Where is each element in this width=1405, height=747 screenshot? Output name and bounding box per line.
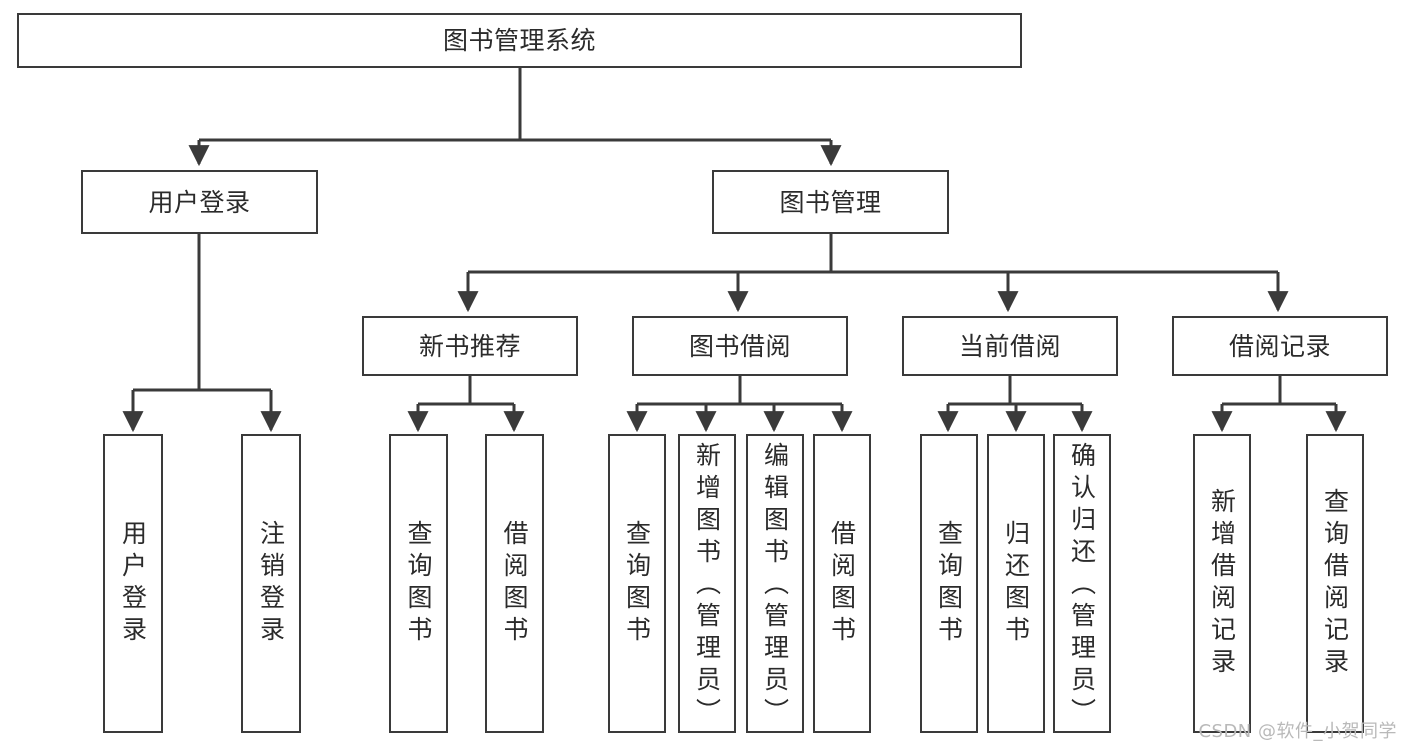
node-leaf-add-borrow-record-label: 新增借阅记录: [1207, 487, 1237, 680]
node-book-borrow[interactable]: 图书借阅: [632, 316, 848, 376]
node-new-book-recommend-label: 新书推荐: [418, 331, 521, 361]
node-leaf-query-borrow-record[interactable]: 查询借阅记录: [1306, 434, 1364, 733]
node-leaf-query-book-2[interactable]: 查询图书: [608, 434, 666, 733]
node-leaf-borrow-book-2-label: 借阅图书: [827, 519, 857, 648]
node-leaf-return-book-label: 归还图书: [1001, 519, 1031, 648]
node-leaf-query-book-1[interactable]: 查询图书: [389, 434, 448, 733]
node-leaf-add-book-admin[interactable]: 新增图书（管理员）: [678, 434, 736, 733]
node-leaf-query-book-3[interactable]: 查询图书: [920, 434, 978, 733]
node-user-login[interactable]: 用户登录: [81, 170, 318, 234]
node-new-book-recommend[interactable]: 新书推荐: [362, 316, 578, 376]
node-leaf-add-borrow-record[interactable]: 新增借阅记录: [1193, 434, 1251, 733]
node-leaf-user-logout[interactable]: 注销登录: [241, 434, 301, 733]
node-root[interactable]: 图书管理系统: [17, 13, 1022, 68]
node-current-borrow[interactable]: 当前借阅: [902, 316, 1118, 376]
node-leaf-query-book-1-label: 查询图书: [404, 519, 433, 648]
node-leaf-user-login[interactable]: 用户登录: [103, 434, 163, 733]
node-leaf-borrow-book-1[interactable]: 借阅图书: [485, 434, 544, 733]
node-book-manage-label: 图书管理: [779, 187, 882, 217]
node-root-label: 图书管理系统: [442, 26, 596, 55]
watermark-text: CSDN @软件_小贺同学: [1198, 721, 1397, 742]
node-leaf-borrow-book-2[interactable]: 借阅图书: [813, 434, 871, 733]
node-leaf-edit-book-admin-label: 编辑图书（管理员）: [760, 442, 790, 730]
node-leaf-confirm-return-admin-label: 确认归还（管理员）: [1067, 442, 1097, 730]
node-leaf-borrow-book-1-label: 借阅图书: [500, 519, 529, 648]
node-book-borrow-label: 图书借阅: [688, 331, 791, 361]
node-leaf-query-borrow-record-label: 查询借阅记录: [1320, 487, 1350, 680]
node-leaf-query-book-2-label: 查询图书: [622, 519, 652, 648]
node-leaf-user-logout-label: 注销登录: [256, 519, 286, 648]
node-leaf-query-book-3-label: 查询图书: [934, 519, 964, 648]
node-leaf-add-book-admin-label: 新增图书（管理员）: [692, 442, 722, 730]
node-leaf-confirm-return-admin[interactable]: 确认归还（管理员）: [1053, 434, 1111, 733]
node-borrow-record[interactable]: 借阅记录: [1172, 316, 1388, 376]
node-user-login-label: 用户登录: [148, 187, 251, 217]
node-leaf-return-book[interactable]: 归还图书: [987, 434, 1045, 733]
node-current-borrow-label: 当前借阅: [958, 331, 1061, 361]
node-leaf-user-login-label: 用户登录: [118, 519, 148, 648]
node-leaf-edit-book-admin[interactable]: 编辑图书（管理员）: [746, 434, 804, 733]
node-borrow-record-label: 借阅记录: [1228, 331, 1331, 361]
node-book-manage[interactable]: 图书管理: [712, 170, 949, 234]
